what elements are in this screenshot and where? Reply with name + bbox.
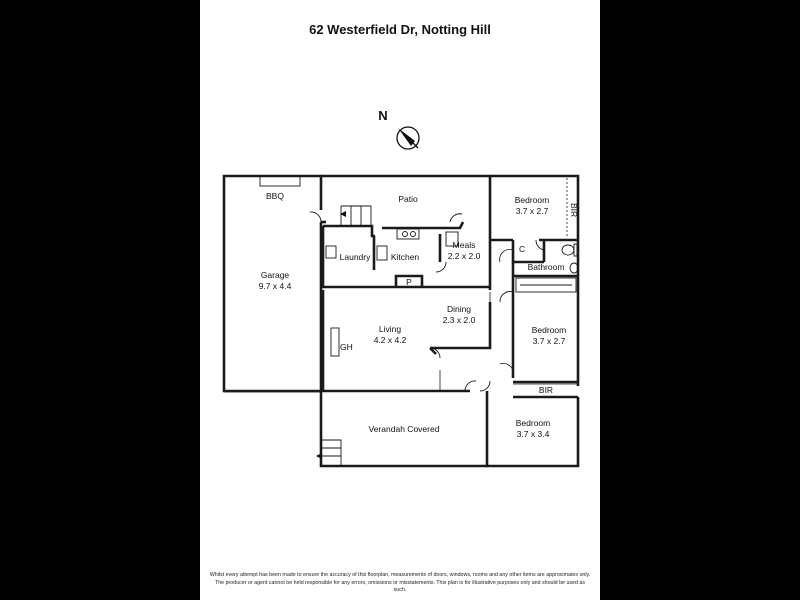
bir2-label: BIR bbox=[539, 385, 553, 395]
disclaimer-line-2: The producer or agent cannot be held res… bbox=[215, 579, 585, 594]
bedroom2-label: Bedroom bbox=[532, 325, 567, 335]
pantry-label: P bbox=[406, 277, 412, 287]
closet-label: C bbox=[519, 244, 525, 254]
living-size: 4.2 x 4.2 bbox=[374, 335, 407, 345]
bbq-alcove bbox=[259, 175, 301, 187]
garage-label: Garage bbox=[261, 270, 290, 280]
verandah-label: Verandah Covered bbox=[369, 424, 440, 434]
laundry-label: Laundry bbox=[340, 252, 371, 262]
patio-label: Patio bbox=[398, 194, 418, 204]
bathroom-label: Bathroom bbox=[528, 262, 565, 272]
disclaimer: Whilst every attempt has been made to en… bbox=[208, 572, 592, 595]
kitchen-label: Kitchen bbox=[391, 252, 420, 262]
disclaimer-line-1: Whilst every attempt has been made to en… bbox=[209, 572, 591, 578]
north-label: N bbox=[378, 108, 387, 123]
gas-heater-label: GH bbox=[340, 342, 353, 352]
property-address-title: 62 Westerfield Dr, Notting Hill bbox=[309, 22, 491, 37]
fixtures bbox=[259, 175, 579, 466]
floorplan-sheet: 62 Westerfield Dr, Notting Hill N bbox=[200, 0, 600, 600]
dining-label: Dining bbox=[447, 304, 471, 314]
bedroom2-size: 3.7 x 2.7 bbox=[533, 336, 566, 346]
bir1-label: BIR bbox=[569, 203, 579, 217]
garage-size: 9.7 x 4.4 bbox=[259, 281, 292, 291]
bedroom3-label: Bedroom bbox=[516, 418, 551, 428]
bedroom1-label: Bedroom bbox=[515, 195, 550, 205]
bedroom3-size: 3.7 x 3.4 bbox=[517, 429, 550, 439]
meals-size: 2.2 x 2.0 bbox=[448, 251, 481, 261]
entry-arrows bbox=[316, 211, 346, 459]
living-label: Living bbox=[379, 324, 401, 334]
window-lines bbox=[224, 175, 578, 460]
room-labels: BBQ Garage 9.7 x 4.4 Patio Laundry Kitch… bbox=[259, 191, 579, 439]
meals-label: Meals bbox=[453, 240, 476, 250]
dining-size: 2.3 x 2.0 bbox=[443, 315, 476, 325]
floorplan-drawing: N bbox=[222, 108, 580, 468]
bbq-label: BBQ bbox=[266, 191, 284, 201]
walls bbox=[222, 174, 580, 468]
bedroom1-size: 3.7 x 2.7 bbox=[516, 206, 549, 216]
compass-icon bbox=[396, 126, 420, 150]
